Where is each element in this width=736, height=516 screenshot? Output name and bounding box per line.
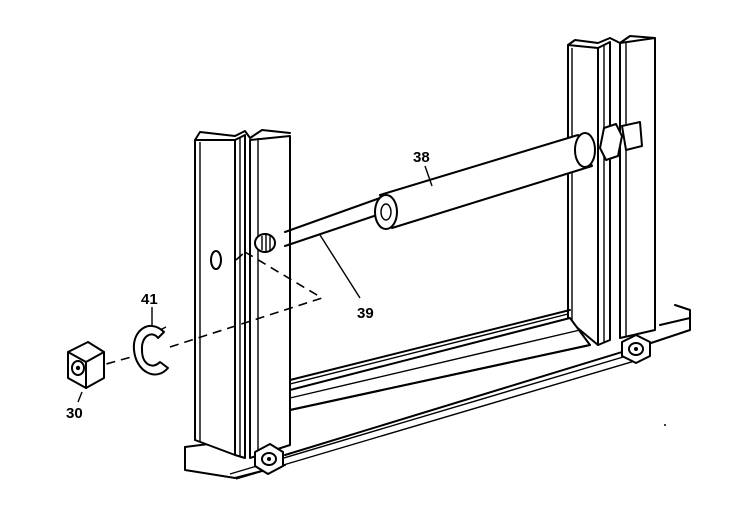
rod-thread-end [254, 233, 276, 253]
left-post [194, 129, 291, 459]
speck [664, 424, 666, 426]
bottom-brace [289, 309, 591, 411]
post-hole [210, 250, 222, 270]
hex-nut-30 [67, 341, 105, 389]
callout-41: 41 [141, 291, 158, 308]
sleeve-38 [374, 121, 643, 230]
rod-39 [254, 197, 381, 253]
lower-left-nut [254, 443, 284, 475]
base-rail [184, 304, 691, 480]
lower-right-nut [621, 334, 651, 364]
leader-lines [77, 165, 433, 403]
right-post [567, 35, 656, 346]
callout-30: 30 [66, 405, 83, 422]
callout-39: 39 [357, 305, 374, 322]
callout-38: 38 [413, 149, 430, 166]
lock-washer-41 [132, 325, 169, 376]
